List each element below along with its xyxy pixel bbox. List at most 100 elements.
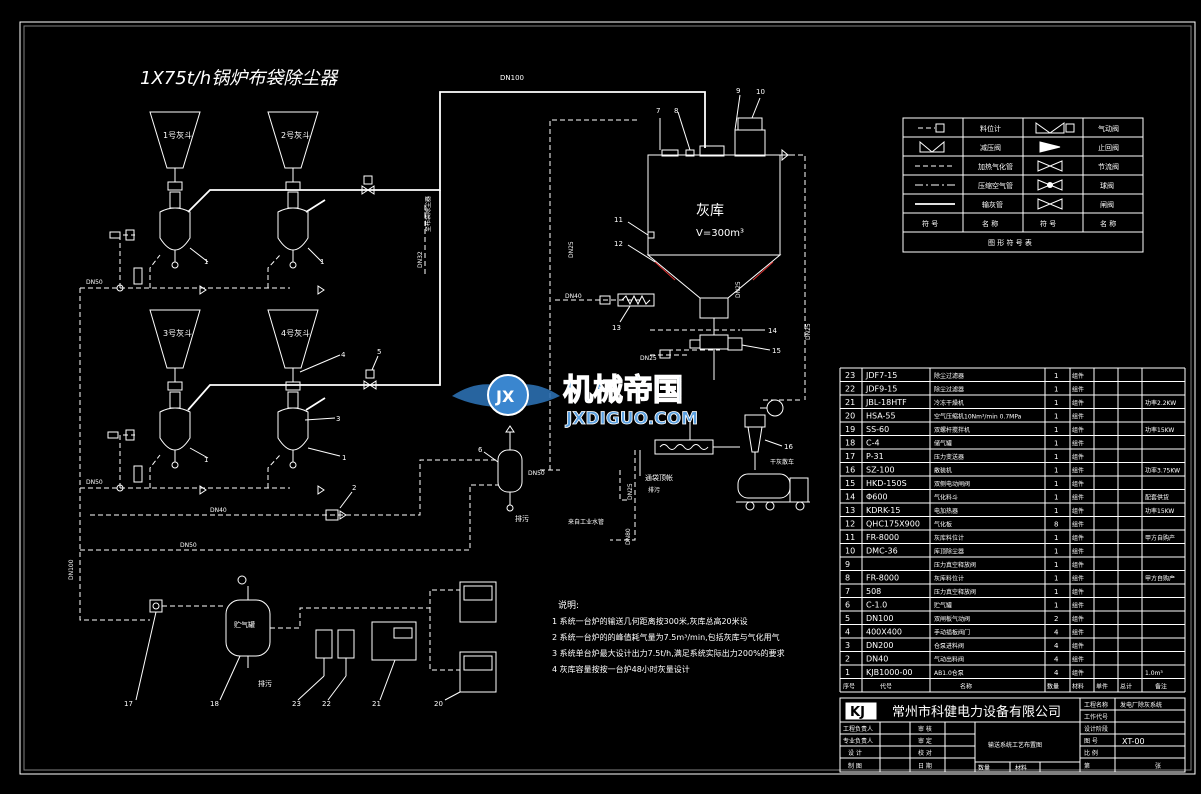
bom-row-name: 气动出料阀	[934, 656, 964, 664]
pipe-label-dn32: DN32	[417, 251, 424, 268]
callout-2: 2	[352, 484, 356, 492]
bom-row-unit: 组件	[1072, 575, 1084, 583]
pipe-label-dn25-a: DN25	[568, 241, 575, 258]
callout-21: 21	[372, 700, 381, 708]
bom-row-qty: 4	[1054, 656, 1059, 664]
callout-10: 10	[756, 88, 765, 96]
bom-row-qty: 1	[1054, 467, 1058, 475]
bom-row-no: 14	[845, 493, 855, 502]
legend-b-2: 节流阀	[1098, 162, 1119, 171]
bom-row-name: 灰库料位计	[934, 575, 964, 583]
bom-row-unit: 组件	[1072, 467, 1084, 475]
callout-4: 4	[341, 351, 346, 359]
legend-head-a2: 名 称	[982, 219, 998, 228]
bom-row-no: 16	[845, 466, 855, 475]
role-right-3: 日 期	[918, 762, 932, 770]
receiver-tank-6: 6 排污	[478, 425, 529, 523]
bom-row-note: 功率2.2KW	[1145, 399, 1176, 407]
callout-22: 22	[322, 700, 331, 708]
notes-heading: 说明:	[558, 599, 579, 611]
bom-row-code: SZ-100	[866, 466, 895, 475]
callout-6: 6	[478, 446, 483, 454]
pipe-label-dn50-mid: DN50	[86, 479, 103, 486]
bom-row-code: DN100	[866, 614, 893, 623]
callout-20: 20	[434, 700, 443, 708]
mixer-19: 通袋顶帐	[639, 420, 740, 482]
drawing-no-label: 图 号	[1084, 738, 1098, 745]
legend-head-b1: 符 号	[1040, 219, 1056, 228]
bom-row-qty: 4	[1054, 629, 1059, 637]
callout-1d: 1	[342, 454, 346, 462]
bom-row-unit: 组件	[1072, 561, 1084, 569]
bom-row-code: JDF7-15	[865, 371, 897, 380]
bom-row-name: 库顶除尘器	[934, 548, 964, 556]
bom-row-code: 400X400	[866, 628, 902, 637]
bom-row-unit: 组件	[1072, 507, 1084, 515]
sheet-label: 第	[1084, 762, 1090, 770]
role-1: 专业负责人	[843, 737, 873, 745]
annotation-to-bag-filter: 至布袋除尘器	[424, 196, 432, 232]
bom-row-no: 4	[845, 628, 850, 637]
pipe-label-dn100-top: DN100	[500, 74, 524, 82]
hopper-3-label: 3号灰斗	[163, 328, 192, 338]
bom-row-name: 双螺杆搅拌机	[934, 426, 970, 434]
bom-row-code: HKD-150S	[866, 479, 907, 488]
bom-row-qty: 1	[1054, 413, 1058, 421]
legend-b-3: 球阀	[1100, 181, 1114, 190]
annotation-drain: 排污	[515, 514, 529, 523]
legend-a-1: 减压阀	[980, 143, 1001, 152]
bom-row-qty: 4	[1054, 642, 1059, 650]
role-0: 工程负责人	[843, 725, 873, 733]
inner-frame	[23, 25, 1192, 771]
pipe-label-dn25-right: DN25	[805, 323, 812, 340]
pipe-label-dn50-right: DN50	[528, 470, 545, 477]
legend-a-3: 压缩空气管	[978, 181, 1013, 190]
compressor-station: 17 贮气罐 排污 18 23 22 21 20	[124, 575, 497, 708]
hopper-group: 1号灰斗 2号灰斗 3号灰斗 4号灰斗	[149, 111, 319, 369]
role-right-0: 审 核	[918, 725, 932, 733]
drawing-title: 1X75t/h锅炉布袋除尘器	[140, 68, 339, 89]
bom-header-note: 备注	[1155, 683, 1167, 691]
bom-row-code: QHC175X900	[866, 520, 920, 529]
material-label: 材料	[1015, 764, 1027, 772]
bom-row-qty: 1	[1054, 494, 1058, 502]
bom-row-no: 19	[845, 425, 855, 434]
legend-caption: 图 形 符 号 表	[988, 238, 1032, 247]
bom-row-unit: 组件	[1072, 372, 1084, 380]
bom-row-unit: 组件	[1072, 426, 1084, 434]
bom-row-unit: 组件	[1072, 521, 1084, 529]
bom-row-name: 贮气罐	[934, 602, 952, 610]
air-pipes	[79, 119, 806, 621]
callout-1b: 1	[320, 258, 324, 266]
gear-icon	[487, 374, 529, 416]
pipe-label-dn25-silo: DN25	[627, 483, 634, 500]
dn-stub: DN25	[640, 355, 657, 362]
bom-row-code: FR-8000	[866, 574, 899, 583]
callout-5: 5	[377, 348, 381, 356]
bom-row-qty: 1	[1054, 534, 1058, 542]
callout-18: 18	[210, 700, 219, 708]
hopper-3: 3号灰斗	[149, 309, 201, 369]
annotation-drain2: 排污	[648, 486, 660, 494]
bom-row-code: 508	[866, 587, 881, 596]
callout-13: 13	[612, 324, 621, 332]
role-right-1: 审 定	[918, 737, 932, 745]
bom-row-unit: 组件	[1072, 534, 1084, 542]
company-logo: KJ	[850, 705, 865, 720]
bom-row-unit: 组件	[1072, 602, 1084, 610]
bom-row-qty: 1	[1054, 453, 1058, 461]
bom-row-code: JDF9-15	[865, 385, 897, 394]
drawing-no-value: XT-00	[1122, 737, 1145, 746]
annotation-dust-truck: 干灰散车	[770, 458, 794, 466]
callout-15: 15	[772, 347, 781, 355]
callout-12: 12	[614, 240, 623, 248]
annotation-to-roof: 通袋顶帐	[645, 473, 673, 482]
callout-1a: 1	[204, 258, 208, 266]
bom-row-name: 冷冻干燥机	[934, 399, 964, 407]
design-stage-label: 设计阶段	[1084, 725, 1108, 733]
bom-header-w1: 单件	[1096, 683, 1108, 691]
note-2: 2 系统一台炉的的峰值耗气量为7.5m³/min,包括灰库与气化用气	[552, 632, 780, 642]
callout-16: 16	[784, 443, 793, 451]
